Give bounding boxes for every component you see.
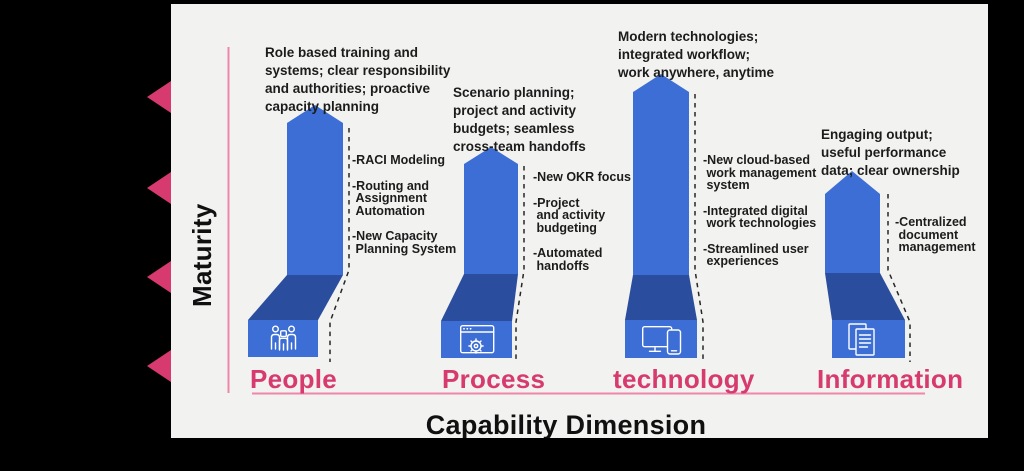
bullet-item: -RACI Modeling (352, 153, 446, 167)
column-label-process: Process (442, 364, 546, 394)
column-bullets-technology: -New cloud-based work management system … (703, 154, 816, 281)
people-tower (287, 105, 343, 275)
process-perspective-band (441, 274, 518, 321)
column-bullets-information: -Centralized document management (895, 216, 976, 267)
devices-icon (641, 325, 682, 355)
technology-perspective-band (625, 275, 697, 320)
arrow-left-icon (147, 81, 171, 113)
bullet-item: -New cloud-based work management system (703, 153, 817, 192)
bullet-item: -Centralized document management (895, 215, 976, 254)
dashed-connector (887, 194, 911, 362)
bullet-item: -Automated handoffs (533, 246, 603, 273)
column-technology-shape (625, 74, 704, 362)
column-information-shape (825, 171, 911, 362)
column-label-information: Information (817, 364, 964, 394)
bullet-item: -Integrated digital work technologies (703, 203, 817, 230)
diagram-text-layer: Maturity Capability Dimension Role based… (171, 4, 988, 438)
y-axis-label: Maturity (187, 203, 217, 307)
bullet-item: -Routing and Assignment Automation (352, 178, 430, 218)
people-perspective-band (248, 275, 343, 320)
column-heading-people: Role based training and systems; clear r… (265, 45, 451, 114)
column-bullets-process: -New OKR focus -Project and activity bud… (533, 171, 631, 285)
column-process-shape (441, 147, 525, 362)
column-label-people: People (250, 364, 338, 394)
column-bullets-people: -RACI Modeling -Routing and Assignment A… (352, 154, 456, 268)
column-label-technology: technology (613, 364, 755, 394)
documents-icon (848, 323, 875, 356)
dashed-connector (329, 128, 350, 362)
arrow-left-icon (147, 172, 171, 204)
process-gear-icon (459, 324, 495, 354)
maturity-arrow-icons (147, 81, 171, 382)
bullet-item: -Streamlined user experiences (703, 241, 809, 268)
column-heading-information: Engaging output; useful performance data… (821, 127, 960, 178)
column-people-shape (248, 105, 350, 362)
technology-tower (633, 74, 689, 275)
information-perspective-band (825, 273, 905, 320)
arrow-left-icon (147, 350, 171, 382)
arrow-left-icon (147, 261, 171, 293)
bullet-item: -New OKR focus (533, 170, 631, 184)
information-tower (825, 171, 880, 273)
bullet-item: -New Capacity Planning System (352, 229, 457, 256)
people-icon (270, 325, 297, 351)
column-heading-process: Scenario planning; project and activity … (453, 85, 586, 154)
process-tower (464, 147, 518, 274)
x-axis-title: Capability Dimension (425, 410, 707, 438)
column-heading-technology: Modern technologies; integrated workflow… (618, 29, 775, 80)
dashed-connector (694, 94, 704, 362)
bullet-item: -Project and activity budgeting (533, 195, 606, 235)
dashed-connector (515, 166, 525, 362)
